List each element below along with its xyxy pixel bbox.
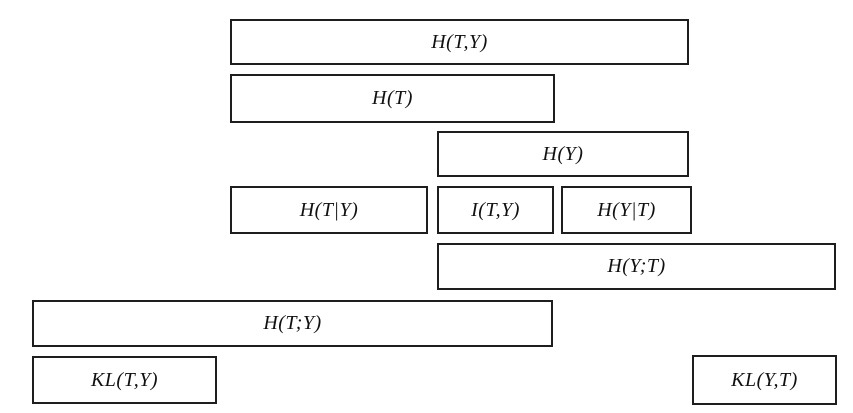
bar-cond-entropy-t-given-y: H(T|Y) (230, 186, 428, 234)
bar-kl-divergence-t-y: KL(T,Y) (32, 356, 217, 404)
bar-label: H(T|Y) (299, 198, 359, 221)
bar-label: H(T) (372, 87, 413, 109)
bar-joint-entropy-t-y: H(T,Y) (230, 19, 689, 65)
bar-label: KL(Y,T) (731, 368, 798, 391)
bar-entropy-y: H(Y) (437, 131, 689, 177)
bar-label: H(Y|T) (597, 198, 656, 221)
bar-label: H(T,Y) (431, 30, 488, 53)
bar-label: H(T;Y) (263, 312, 322, 334)
bar-label: I(T,Y) (471, 198, 520, 221)
bar-mutual-information-t-y: I(T,Y) (437, 186, 554, 234)
bar-cross-entropy-t-y: H(T;Y) (32, 300, 553, 347)
bar-kl-divergence-y-t: KL(Y,T) (692, 355, 837, 405)
bar-label: KL(T,Y) (90, 368, 159, 391)
bar-cross-entropy-y-t: H(Y;T) (437, 243, 836, 290)
bar-label: H(Y) (542, 142, 584, 165)
bar-cond-entropy-y-given-t: H(Y|T) (561, 186, 692, 234)
bar-label: H(Y;T) (607, 255, 666, 277)
bar-entropy-t: H(T) (230, 74, 555, 123)
